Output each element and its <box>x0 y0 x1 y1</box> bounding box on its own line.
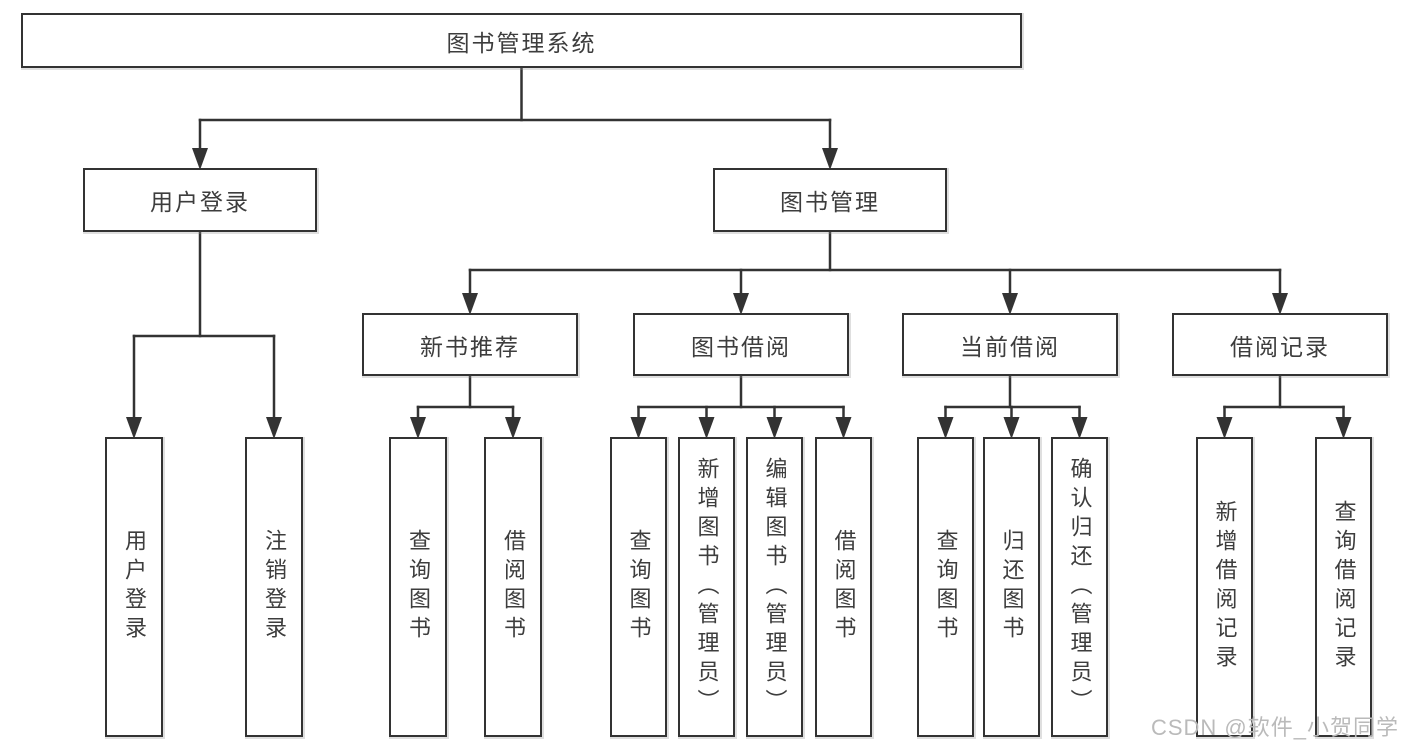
node-label: 用户登录 <box>150 189 250 215</box>
node-label: 注销登录 <box>262 529 287 645</box>
arrowhead-icon <box>1272 293 1288 315</box>
node-book-borrow: 图书借阅 <box>633 313 849 376</box>
node-borrow-records: 借阅记录 <box>1172 313 1388 376</box>
node-bb-add: 新增图书（管理员） <box>678 437 735 737</box>
node-label: 归还图书 <box>999 529 1025 645</box>
arrowhead-icon <box>937 417 954 439</box>
node-cb-confirm: 确认归还（管理员） <box>1051 437 1108 737</box>
node-root: 图书管理系统 <box>21 13 1022 68</box>
arrowhead-icon <box>1335 417 1352 439</box>
node-label: 查询图书 <box>626 529 652 645</box>
node-current-borrow: 当前借阅 <box>902 313 1118 376</box>
arrowhead-icon <box>822 148 838 170</box>
node-br-add: 新增借阅记录 <box>1196 437 1253 737</box>
node-label: 查询图书 <box>406 529 431 645</box>
node-br-query: 查询借阅记录 <box>1315 437 1372 737</box>
node-label: 查询图书 <box>933 529 959 645</box>
node-label: 借阅图书 <box>501 529 526 645</box>
arrowhead-icon <box>1071 417 1088 439</box>
node-label: 借阅记录 <box>1230 333 1330 360</box>
node-label: 当前借阅 <box>960 333 1060 360</box>
node-cb-query: 查询图书 <box>917 437 974 737</box>
node-label: 借阅图书 <box>831 529 857 645</box>
arrowhead-icon <box>766 417 783 439</box>
node-logout: 注销登录 <box>245 437 303 737</box>
node-label: 用户登录 <box>122 529 147 645</box>
node-label: 新增图书（管理员） <box>694 456 720 718</box>
node-label: 新增借阅记录 <box>1212 500 1238 674</box>
node-bb-borrow: 借阅图书 <box>815 437 872 737</box>
arrowhead-icon <box>1216 417 1233 439</box>
arrowhead-icon <box>505 417 521 439</box>
node-label: 确认归还（管理员） <box>1067 456 1093 718</box>
node-label: 图书管理系统 <box>446 29 597 56</box>
arrowhead-icon <box>733 293 749 315</box>
arrowhead-icon <box>698 417 715 439</box>
arrowhead-icon <box>1003 417 1020 439</box>
node-bb-edit: 编辑图书（管理员） <box>746 437 803 737</box>
node-label: 图书借阅 <box>691 333 791 360</box>
node-label: 新书推荐 <box>420 333 520 360</box>
node-book-mgmt: 图书管理 <box>713 168 947 232</box>
arrowhead-icon <box>630 417 647 439</box>
node-user-login: 用户登录 <box>83 168 317 232</box>
arrowhead-icon <box>835 417 852 439</box>
node-bb-query: 查询图书 <box>610 437 667 737</box>
arrowhead-icon <box>462 293 478 315</box>
arrowhead-icon <box>410 417 426 439</box>
arrowhead-icon <box>1002 293 1018 315</box>
node-rec-borrow: 借阅图书 <box>484 437 542 737</box>
node-label: 编辑图书（管理员） <box>762 456 788 718</box>
arrowhead-icon <box>126 417 142 439</box>
node-login: 用户登录 <box>105 437 163 737</box>
node-label: 查询借阅记录 <box>1331 500 1357 674</box>
arrowhead-icon <box>192 148 208 170</box>
arrowhead-icon <box>266 417 282 439</box>
node-new-book-rec: 新书推荐 <box>362 313 578 376</box>
node-label: 图书管理 <box>780 189 880 215</box>
node-rec-query: 查询图书 <box>389 437 447 737</box>
node-cb-return: 归还图书 <box>983 437 1040 737</box>
